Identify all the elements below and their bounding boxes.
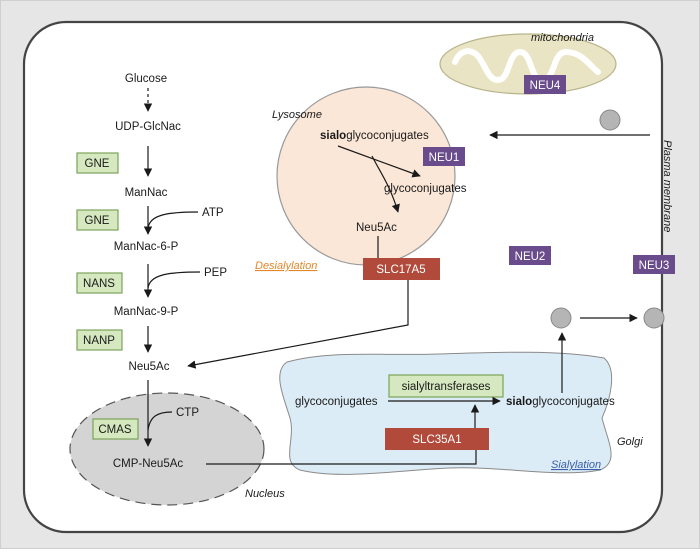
sialyltransferases-box [388, 374, 504, 398]
lysosomal-export-arrow [187, 280, 409, 369]
mitochondria-cristae [452, 48, 601, 84]
ctp-input-curve [147, 411, 173, 431]
neu2-label: NEU2 [515, 251, 546, 263]
udp-glcnac-label: UDP-GlcNac [115, 121, 181, 133]
sialo-prefix: sialo [320, 130, 346, 142]
nans-box [76, 272, 123, 294]
lysosome-sialoglycoconjugates: sialoglycoconjugates [320, 130, 429, 142]
golgi-label: Golgi [617, 436, 643, 448]
nucleus-label: Nucleus [245, 488, 285, 500]
plasma-membrane-label: Plasma membrane [661, 140, 673, 232]
mannac-label: ManNac [125, 187, 168, 199]
neu3-label: NEU3 [639, 260, 670, 272]
neu2-box [509, 246, 551, 265]
neu1-label: NEU1 [429, 152, 460, 164]
neu4-label: NEU4 [530, 80, 561, 92]
glucose-label: Glucose [125, 73, 167, 85]
ctp-label: CTP [176, 407, 199, 419]
mannac9p-label: ManNac-9-P [114, 306, 179, 318]
neu1-box [423, 147, 465, 166]
mitochondria-label: mitochondria [531, 32, 594, 44]
pep-label: PEP [204, 267, 227, 279]
nucleus [69, 392, 265, 506]
sialyltransferases-label: sialyltransferases [402, 381, 491, 393]
atp-input-curve [147, 211, 199, 229]
desialylation-arrow [337, 145, 421, 178]
desialylation-label: Desialylation [255, 260, 317, 272]
nans-label: NANS [83, 278, 115, 290]
sialylation-label: Sialylation [551, 459, 601, 471]
golgi-glycoconjugates: glycoconjugates [295, 396, 378, 408]
vesicle-dot [550, 307, 572, 329]
gne-label-1: GNE [85, 158, 110, 170]
cmp-neu5ac-label: CMP-Neu5Ac [113, 458, 184, 470]
nanp-box [76, 329, 123, 351]
neu3-box [633, 255, 675, 274]
lysosome-label: Lysosome [272, 109, 322, 121]
membrane-sialoglycoconjugate-dot-top [599, 109, 621, 131]
cmas-box [92, 418, 139, 440]
golgi [279, 351, 613, 475]
neu5ac-label: Neu5Ac [129, 361, 170, 373]
neu4-box [524, 75, 566, 94]
golgi-sialo-prefix: sialo [506, 396, 532, 408]
atp-label: ATP [202, 207, 224, 219]
slc17a5-box [363, 258, 440, 280]
gne-box-1 [76, 152, 119, 174]
gne-label-2: GNE [85, 215, 110, 227]
gne-box-2 [76, 209, 119, 231]
mannac6p-label: ManNac-6-P [114, 241, 179, 253]
nanp-label: NANP [83, 335, 115, 347]
pep-input-curve [147, 271, 201, 289]
slc17a5-label: SLC17A5 [376, 264, 425, 276]
membrane-sialoglycoconjugate-dot [643, 307, 665, 329]
golgi-sialo-suffix: glycoconjugates [532, 396, 615, 408]
neu5ac-release-arrow [371, 155, 400, 213]
lysosome-glycoconjugates: glycoconjugates [384, 183, 467, 195]
cmp-to-golgi-line [206, 450, 477, 465]
lysosome-neu5ac: Neu5Ac [356, 222, 397, 234]
sialo-suffix: glycoconjugates [346, 130, 429, 142]
golgi-sialoglycoconjugates: sialoglycoconjugates [506, 396, 615, 408]
slc35a1-label: SLC35A1 [412, 434, 461, 446]
slc35a1-box [385, 428, 489, 450]
cmas-label: CMAS [98, 424, 132, 436]
